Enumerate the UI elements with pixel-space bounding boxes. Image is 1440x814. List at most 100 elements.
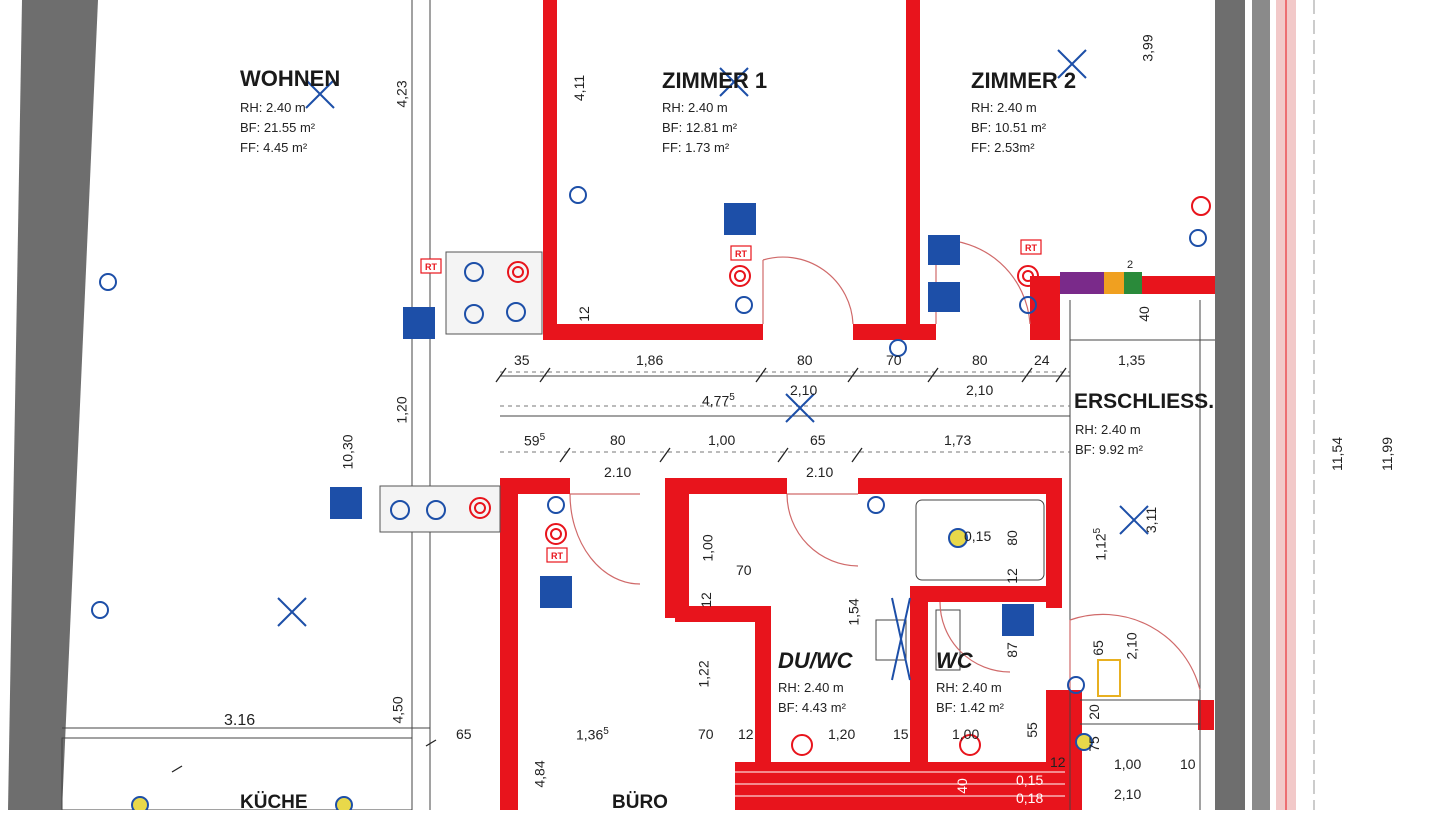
room-kueche-name: KÜCHE (240, 792, 308, 813)
dim-70a: 70 (736, 562, 752, 578)
dim-v-12a: 12 (575, 306, 592, 322)
stair-block (735, 762, 1065, 810)
room-erschliess-rh: RH: 2.40 m (1075, 422, 1141, 437)
room-zimmer2-name: ZIMMER 2 (971, 68, 1077, 93)
dim-v-122: 1,22 (695, 660, 712, 688)
dim-v-120: 1,20 (393, 396, 410, 424)
lower-walls (500, 478, 1214, 810)
room-zimmer2-bf: BF: 10.51 m² (971, 120, 1047, 135)
right-exterior-wall-outer (1252, 0, 1270, 810)
rt-label-1: RT (425, 262, 437, 272)
meter-block (1060, 272, 1142, 294)
dim-door-row-a: 2.10 (604, 464, 632, 480)
x-symbols (277, 49, 1149, 681)
dimension-lines (500, 371, 1070, 453)
dim-70b: 70 (698, 726, 714, 742)
dim-100b: 1,00 (1114, 756, 1142, 772)
dim-v-399: 3,99 (1139, 34, 1156, 62)
left-exterior-wall (8, 0, 98, 810)
dim-015: 0,15 (964, 528, 992, 544)
red-target-symbols (469, 196, 1211, 756)
rt-labels (420, 239, 1042, 563)
dim-100: 1,00 (708, 432, 736, 448)
room-wc-name: WC (936, 648, 973, 673)
dim-v-12b: 12 (697, 592, 714, 608)
dim-v-210: 2,10 (1123, 632, 1140, 660)
room-zimmer2-rh: RH: 2.40 m (971, 100, 1037, 115)
dim-v-1125: 1,125 (1092, 527, 1109, 561)
blue-squares (330, 203, 1034, 636)
dim-v-484: 4,84 (531, 760, 548, 788)
zimmer1-walls (543, 0, 920, 340)
dim-186: 1,86 (636, 352, 664, 368)
dim-173: 1,73 (944, 432, 972, 448)
dim-v-450: 4,50 (389, 696, 406, 724)
dim-4775: 4,775 (702, 392, 735, 409)
dim-v-87: 87 (1003, 642, 1020, 658)
room-wc-bf: BF: 1.42 m² (936, 700, 1004, 715)
dim-door-2-10-a: 2,10 (790, 382, 818, 398)
dim-135: 1,35 (1118, 352, 1146, 368)
thin-lines (61, 0, 1215, 810)
room-wc-rh: RH: 2.40 m (936, 680, 1002, 695)
room-buero-name: BÜRO (612, 792, 668, 813)
dim-595: 595 (524, 432, 546, 449)
room-zimmer1-bf: BF: 12.81 m² (662, 120, 738, 135)
dim-v-411: 4,11 (571, 74, 588, 102)
doors (569, 239, 1201, 691)
dim-v-100: 1,00 (699, 534, 716, 562)
dim-v-12c: 12 (1003, 568, 1020, 584)
dim-70: 70 (886, 352, 902, 368)
socket-symbols (91, 186, 1207, 694)
socket-panels (379, 251, 543, 533)
rt-label-4: RT (551, 551, 563, 561)
dim-80a: 80 (797, 352, 813, 368)
room-zimmer1-ff: FF: 1.73 m² (662, 140, 730, 155)
room-zimmer1-rh: RH: 2.40 m (662, 100, 728, 115)
rt-label-2: RT (735, 249, 747, 259)
room-erschliess-bf: BF: 9.92 m² (1075, 442, 1143, 457)
dim-door-2-10-b: 2,10 (966, 382, 994, 398)
dim-v-1154: 11,54 (1329, 437, 1345, 471)
dim-v-423: 4,23 (393, 80, 410, 108)
rt-label-3: RT (1025, 243, 1037, 253)
dimension-ticks (171, 367, 1067, 773)
dim-24: 24 (1034, 352, 1050, 368)
dim-v-1199: 11,99 (1379, 437, 1395, 471)
dim-v-65: 65 (1089, 640, 1106, 656)
dim-210: 2,10 (1114, 786, 1142, 802)
dim-v-20: 20 (1085, 704, 1102, 720)
right-exterior-wall (1215, 0, 1245, 810)
room-duwc-name: DU/WC (778, 648, 853, 673)
dim-v-1030: 10,30 (339, 434, 356, 470)
dim-1365: 1,365 (576, 726, 609, 743)
dim-015b: 0,15 (1016, 772, 1044, 788)
dim-316: 3.16 (224, 712, 256, 729)
dim-v-40: 40 (1135, 306, 1152, 322)
room-zimmer2-ff: FF: 2.53m² (971, 140, 1035, 155)
dim-120b: 1,20 (828, 726, 856, 742)
dim-40: 40 (953, 778, 970, 794)
meter-number: 2 (1127, 259, 1133, 271)
dim-100c: 1,00 (952, 726, 980, 742)
dim-35: 35 (514, 352, 530, 368)
dim-65b: 65 (456, 726, 472, 742)
dim-65: 65 (810, 432, 826, 448)
room-zimmer1-name: ZIMMER 1 (662, 68, 768, 93)
room-wohnen-bf: BF: 21.55 m² (240, 120, 316, 135)
room-wohnen-ff: FF: 4.45 m² (240, 140, 308, 155)
dim-10: 10 (1180, 756, 1196, 772)
dim-v-75: 75 (1085, 736, 1102, 752)
room-duwc-bf: BF: 4.43 m² (778, 700, 846, 715)
dim-80b: 80 (972, 352, 988, 368)
dim-018: 0,18 (1016, 790, 1044, 806)
dim-v-311: 3,11 (1143, 506, 1160, 534)
dim-80c: 80 (610, 432, 626, 448)
dim-v-55: 55 (1023, 722, 1040, 738)
dim-door-row-b: 2.10 (806, 464, 834, 480)
room-duwc-rh: RH: 2.40 m (778, 680, 844, 695)
dim-v-154: 1,54 (845, 598, 862, 626)
dim-v-80b: 80 (1003, 530, 1020, 546)
room-wohnen-name: WOHNEN (240, 66, 341, 91)
